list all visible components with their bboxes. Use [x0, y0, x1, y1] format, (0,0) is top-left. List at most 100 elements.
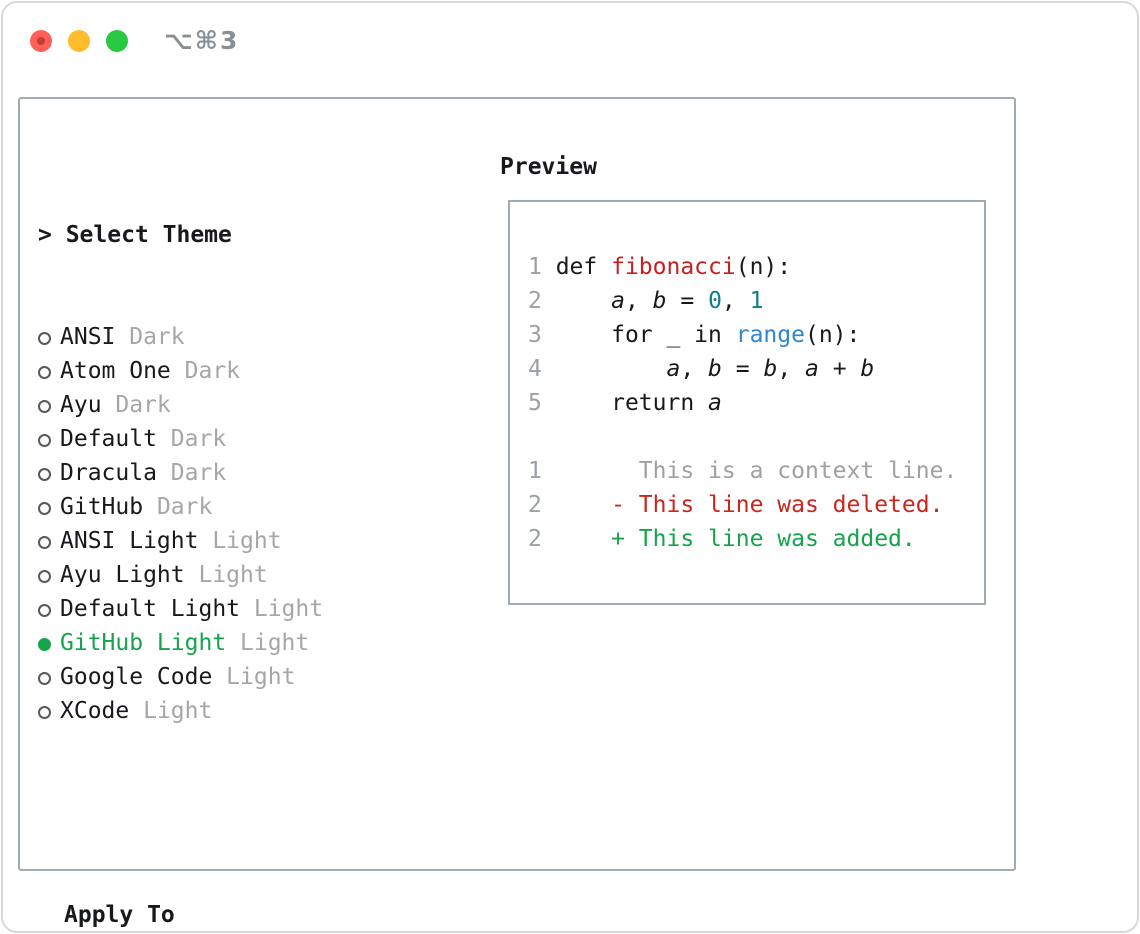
code-token: , — [624, 288, 653, 314]
code-token: = — [721, 356, 764, 382]
radio-icon — [38, 604, 51, 617]
code-token: 1 — [528, 254, 556, 280]
code-line: 1 This is a context line. — [528, 454, 957, 488]
theme-option-ansi[interactable]: ANSI Dark — [38, 320, 426, 354]
radio-icon — [38, 502, 51, 515]
minimize-button[interactable] — [68, 29, 90, 52]
window-title: ⌥⌘3 — [164, 26, 240, 55]
theme-label: GitHub Light — [60, 630, 227, 656]
code-line: 4 a, b = b, a + b — [528, 352, 957, 386]
code-token: for _ in — [555, 322, 736, 348]
theme-variant-label: Light — [184, 562, 268, 588]
code-blank-line — [528, 420, 957, 454]
code-token: = — [666, 288, 709, 314]
code-token — [556, 288, 611, 314]
theme-option-ayu-light[interactable]: Ayu Light Light — [38, 558, 426, 592]
theme-label: Default — [60, 426, 157, 452]
code-token: 0 — [708, 288, 722, 314]
radio-icon — [38, 570, 51, 583]
theme-label: Default Light — [60, 596, 241, 622]
theme-label: XCode — [60, 698, 130, 724]
code-token: + This line was added. — [555, 526, 916, 552]
theme-variant-label: Light — [226, 630, 310, 656]
theme-option-github-light[interactable]: GitHub Light Light — [38, 626, 426, 660]
radio-selected-icon — [38, 638, 51, 651]
code-token: a — [666, 356, 681, 382]
code-token: 2 — [528, 526, 556, 552]
code-token — [556, 356, 667, 382]
code-token: 2 — [528, 288, 556, 314]
code-token: (n): — [735, 254, 792, 280]
theme-option-default-light[interactable]: Default Light Light — [38, 592, 426, 626]
theme-variant-label: Dark — [143, 494, 213, 520]
titlebar: ⌥⌘3 — [30, 26, 239, 55]
theme-option-dracula[interactable]: Dracula Dark — [38, 456, 426, 490]
theme-option-github[interactable]: GitHub Dark — [38, 490, 426, 524]
radio-icon — [38, 332, 51, 345]
code-token: (n): — [804, 322, 861, 348]
code-token: 3 — [528, 322, 556, 348]
code-token: range — [735, 322, 805, 348]
code-token: a — [611, 288, 625, 314]
theme-variant-label: Dark — [156, 426, 227, 452]
theme-option-ansi-light[interactable]: ANSI Light Light — [38, 524, 426, 558]
theme-label: Dracula — [60, 460, 157, 486]
prompt-cursor-icon: > — [38, 222, 66, 248]
code-token: fibonacci — [611, 254, 736, 280]
theme-label: ANSI Light — [60, 528, 199, 554]
apply-to-header-row: Apply To — [38, 898, 426, 932]
code-token: return — [555, 390, 709, 416]
theme-option-ayu[interactable]: Ayu Dark — [38, 388, 426, 422]
code-token: 1 — [749, 288, 764, 314]
code-token: , — [777, 356, 806, 382]
close-button[interactable] — [30, 29, 52, 52]
theme-option-xcode[interactable]: XCode Light — [38, 694, 426, 728]
theme-label: Ayu Light — [60, 562, 185, 588]
spacer — [38, 796, 426, 830]
code-line: 1 def fibonacci(n): — [528, 250, 957, 284]
code-token: a — [805, 356, 819, 382]
code-token: a — [708, 390, 722, 416]
theme-label: ANSI — [60, 324, 116, 350]
theme-label: Google Code — [60, 664, 213, 690]
theme-label: Ayu — [60, 392, 102, 418]
radio-icon — [38, 400, 51, 413]
code-line: 2 + This line was added. — [528, 522, 957, 556]
theme-option-atom-one[interactable]: Atom One Dark — [38, 354, 426, 388]
code-token: b — [860, 356, 875, 382]
radio-icon — [38, 468, 51, 481]
code-token: 1 — [528, 458, 556, 484]
code-token: b — [708, 356, 722, 382]
code-token: 4 — [528, 356, 556, 382]
code-line: 5 return a — [528, 386, 957, 420]
theme-variant-label: Light — [129, 698, 213, 724]
zoom-button[interactable] — [106, 29, 128, 52]
code-token: - This line was deleted. — [555, 492, 944, 518]
apply-to-header: Apply To — [64, 902, 175, 928]
code-token: b — [652, 288, 667, 314]
radio-icon — [38, 706, 51, 719]
code-token: b — [763, 356, 778, 382]
radio-icon — [38, 366, 51, 379]
radio-icon — [38, 536, 51, 549]
theme-variant-label: Light — [240, 596, 324, 622]
code-token: This is a context line. — [555, 458, 958, 484]
code-token: + — [818, 356, 861, 382]
code-token: , — [721, 288, 750, 314]
preview-title: Preview — [500, 154, 597, 180]
theme-option-default[interactable]: Default Dark — [38, 422, 426, 456]
code-token: 2 — [528, 492, 556, 518]
theme-variant-label: Light — [212, 664, 296, 690]
radio-icon — [38, 672, 51, 685]
code-line: 3 for _ in range(n): — [528, 318, 957, 352]
theme-label: GitHub — [60, 494, 144, 520]
theme-variant-label: Dark — [170, 358, 241, 384]
select-theme-header: > Select Theme — [38, 218, 426, 252]
theme-label: Atom One — [60, 358, 171, 384]
code-line: 2 a, b = 0, 1 — [528, 284, 957, 318]
theme-option-google-code[interactable]: Google Code Light — [38, 660, 426, 694]
